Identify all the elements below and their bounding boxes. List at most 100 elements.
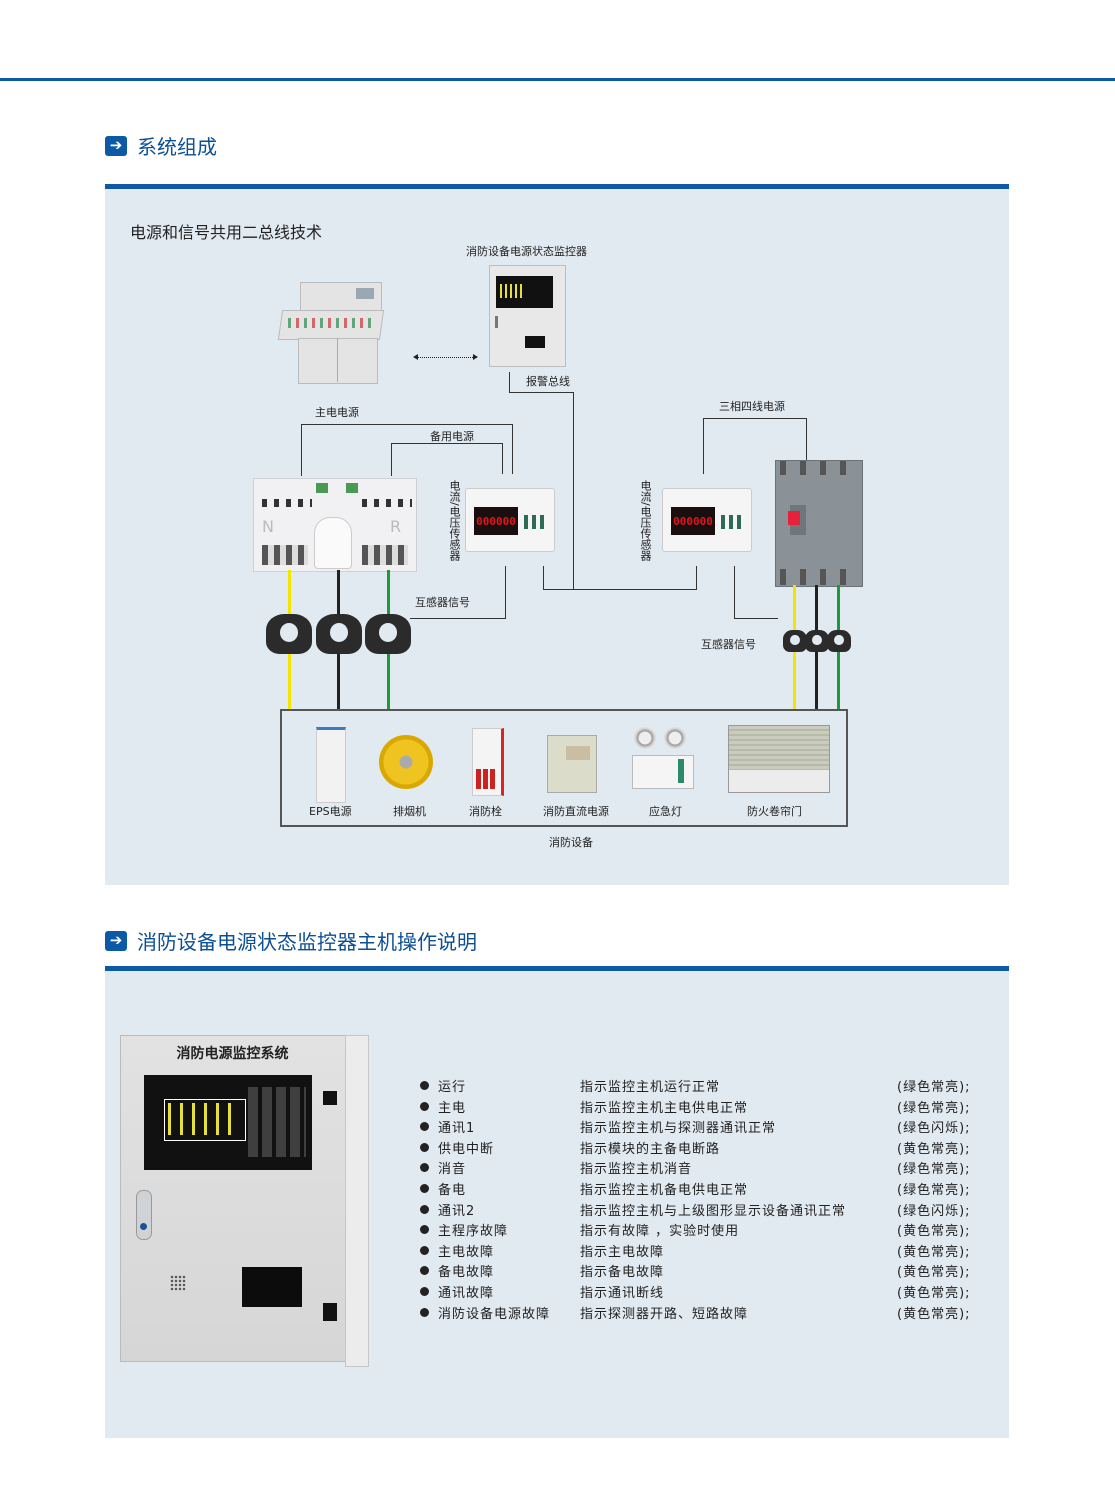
indicator-description: 指示主电故障: [580, 1244, 665, 1260]
smoke-fan-icon: [379, 735, 433, 789]
wire: [301, 424, 513, 425]
indicator-name: 供电中断: [438, 1141, 495, 1157]
indicator-name: 通讯2: [438, 1203, 476, 1219]
arrowhead-right-icon: [473, 354, 478, 360]
meter-readout: 000000: [671, 507, 715, 535]
indicator-state: (绿色闪烁);: [897, 1121, 971, 1137]
equipment-label: 排烟机: [393, 805, 426, 818]
equipment-label: 应急灯: [649, 805, 682, 818]
link-arrow-icon: [415, 357, 475, 358]
section-title: 消防设备电源状态监控器主机操作说明: [137, 930, 477, 954]
fire-hydrant-cabinet-icon: [472, 728, 504, 796]
ats-mark-n: N: [262, 517, 274, 536]
ct-signal-wire: [410, 618, 506, 619]
indicator-state: (黄色常亮);: [897, 1265, 971, 1281]
indicator-description: 指示模块的主备电断路: [580, 1141, 721, 1157]
indicator-description: 指示探测器开路、短路故障: [580, 1306, 749, 1322]
hinge-icon: [323, 1091, 337, 1105]
speaker-grille-icon: [170, 1275, 186, 1291]
indicator-state: (绿色常亮);: [897, 1183, 971, 1198]
host-screen: [144, 1075, 312, 1170]
hinge-icon: [323, 1303, 337, 1321]
bullet-icon: [420, 1204, 429, 1214]
current-transformer-icon: [316, 614, 362, 654]
alarm-bus-wire: [543, 566, 544, 590]
fire-shutter-door-icon: [728, 725, 830, 793]
indicator-name: 主程序故障: [438, 1224, 509, 1240]
ct-signal-label-left: 互感器信号: [415, 596, 470, 609]
current-transformer-icon: [827, 630, 851, 652]
indicator-name: 消音: [438, 1162, 467, 1178]
three-phase-power-label: 三相四线电源: [719, 400, 785, 413]
host-cabinet-icon: 消防电源监控系统: [120, 1035, 370, 1367]
section-title: 系统组成: [137, 135, 217, 159]
sensor-label-right: 电流/电压传感器: [639, 480, 652, 561]
alarm-bus-wire: [509, 392, 574, 393]
indicator-state: (绿色闪烁);: [897, 1203, 971, 1219]
indicator-description: 指示有故障 ，实验时使用: [580, 1224, 740, 1240]
bullet-icon: [420, 1081, 429, 1090]
arrowhead-left-icon: [413, 354, 418, 360]
wire: [806, 418, 807, 460]
current-transformer-icon: [266, 614, 312, 654]
wire: [301, 424, 302, 476]
indicator-state: (黄色常亮);: [897, 1224, 971, 1240]
indicator-name: 通讯故障: [438, 1286, 495, 1301]
current-transformer-icon: [783, 630, 807, 652]
alarm-bus-wire: [573, 392, 574, 589]
current-voltage-sensor-icon: 000000: [662, 488, 752, 552]
indicator-description: 指示通讯断线: [580, 1286, 665, 1301]
bullet-icon: [420, 1307, 429, 1317]
ct-signal-label-right: 互感器信号: [701, 638, 756, 651]
current-transformer-icon: [365, 614, 411, 654]
bullet-icon: [420, 1122, 429, 1132]
sensor-label-left: 电流/电压传感器: [448, 480, 461, 561]
bullet-icon: [420, 1163, 429, 1173]
circuit-breaker-icon: [775, 460, 863, 587]
main-power-console-icon: [277, 282, 390, 384]
indicator-description: 指示监控主机运行正常: [580, 1080, 721, 1095]
wire: [703, 418, 704, 474]
indicator-state: (黄色常亮);: [897, 1306, 971, 1322]
indicator-description: 指示监控主机与探测器通讯正常: [580, 1121, 777, 1137]
section-header-system: ➔ 系统组成: [105, 131, 217, 160]
bullet-icon: [420, 1184, 429, 1193]
indicator-state: (黄色常亮);: [897, 1244, 971, 1260]
indicator-description: 指示监控主机主电供电正常: [580, 1100, 749, 1116]
indicator-name: 运行: [438, 1080, 467, 1095]
ats-mark-r: R: [390, 517, 402, 536]
indicator-state: (绿色常亮);: [897, 1100, 971, 1116]
indicator-description: 指示备电故障: [580, 1265, 665, 1281]
wire: [703, 418, 807, 419]
main-power-label: 主电电源: [315, 406, 359, 419]
wire: [391, 443, 392, 476]
bullet-icon: [420, 1245, 429, 1255]
alarm-bus-wire: [696, 566, 697, 590]
indicator-state: (绿色常亮);: [897, 1080, 971, 1095]
indicator-state: (绿色常亮);: [897, 1162, 971, 1178]
fire-equipment-group: EPS电源 排烟机 消防栓 消防直流电源 应急灯 防火卷帘门: [280, 709, 848, 827]
indicator-name: 备电故障: [438, 1265, 495, 1281]
equipment-group-label: 消防设备: [549, 836, 593, 849]
indicator-description: 指示监控主机消音: [580, 1162, 693, 1178]
arrow-right-icon: ➔: [105, 930, 127, 951]
bullet-icon: [420, 1142, 429, 1152]
indicator-state: (黄色常亮);: [897, 1141, 971, 1157]
section-header-host: ➔ 消防设备电源状态监控器主机操作说明: [105, 926, 477, 955]
eps-cabinet-icon: [316, 727, 346, 803]
diagram-title: 电源和信号共用二总线技术: [130, 223, 323, 242]
bullet-icon: [420, 1225, 429, 1235]
indicator-name: 主电: [438, 1100, 467, 1116]
alarm-bus-wire: [543, 589, 697, 590]
alarm-bus-label: 报警总线: [526, 375, 570, 388]
monitor-label: 消防设备电源状态监控器: [466, 245, 587, 258]
equipment-label: 消防栓: [469, 805, 502, 818]
indicator-name: 主电故障: [438, 1244, 495, 1260]
arrow-right-icon: ➔: [105, 135, 127, 156]
ct-signal-wire: [734, 618, 778, 619]
equipment-label: 消防直流电源: [543, 805, 609, 818]
monitor-cabinet-icon: [489, 265, 566, 367]
bullet-icon: [420, 1287, 429, 1296]
ct-signal-wire: [734, 566, 735, 619]
bullet-icon: [420, 1266, 429, 1276]
